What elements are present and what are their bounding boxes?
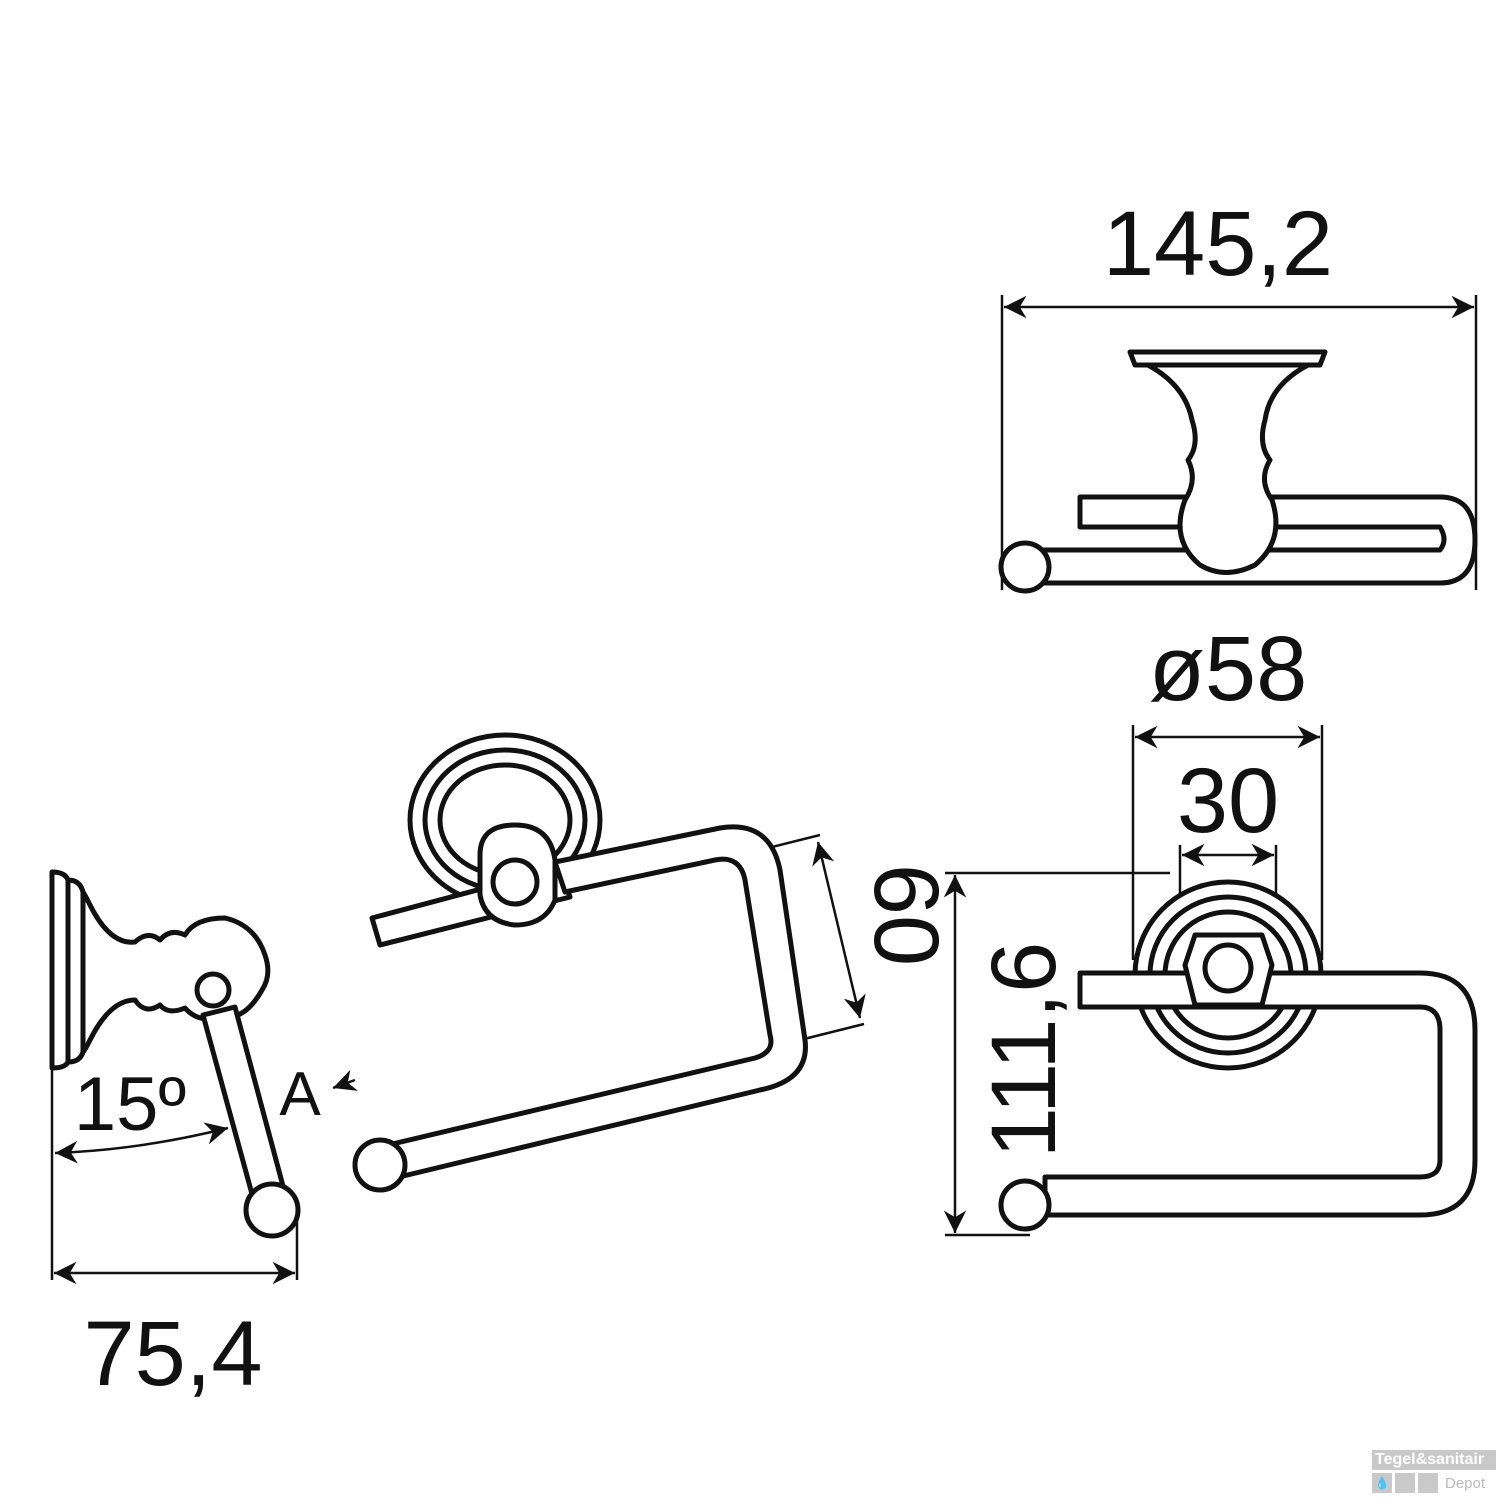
knob-width-label: 30 — [1177, 750, 1279, 852]
watermark-brand: Tegel&sanitair — [1372, 1450, 1496, 1470]
dimension-width-label: 145,2 — [1103, 193, 1333, 295]
angle-label: 15º — [74, 1062, 186, 1147]
watermark-logo: Tegel&sanitair 💧 Depot — [1372, 1450, 1496, 1493]
roll-depth-label: 60 — [855, 864, 957, 966]
tile-icon — [1418, 1473, 1438, 1493]
top-view: 145,2 — [998, 193, 1478, 594]
front-view: ø58 30 111,6 — [943, 618, 1478, 1237]
tile-icon — [1395, 1473, 1415, 1493]
drop-icon: 💧 — [1372, 1473, 1392, 1493]
height-label: 111,6 — [973, 942, 1075, 1159]
side-view: 15º A 75,4 — [49, 869, 358, 1405]
watermark-sub: Depot — [1445, 1474, 1486, 1492]
side-depth-label: 75,4 — [83, 1303, 262, 1405]
view-marker-label: A — [279, 1060, 321, 1129]
isometric-view: 60 — [352, 732, 957, 1193]
rosette-diameter-label: ø58 — [1149, 618, 1308, 720]
